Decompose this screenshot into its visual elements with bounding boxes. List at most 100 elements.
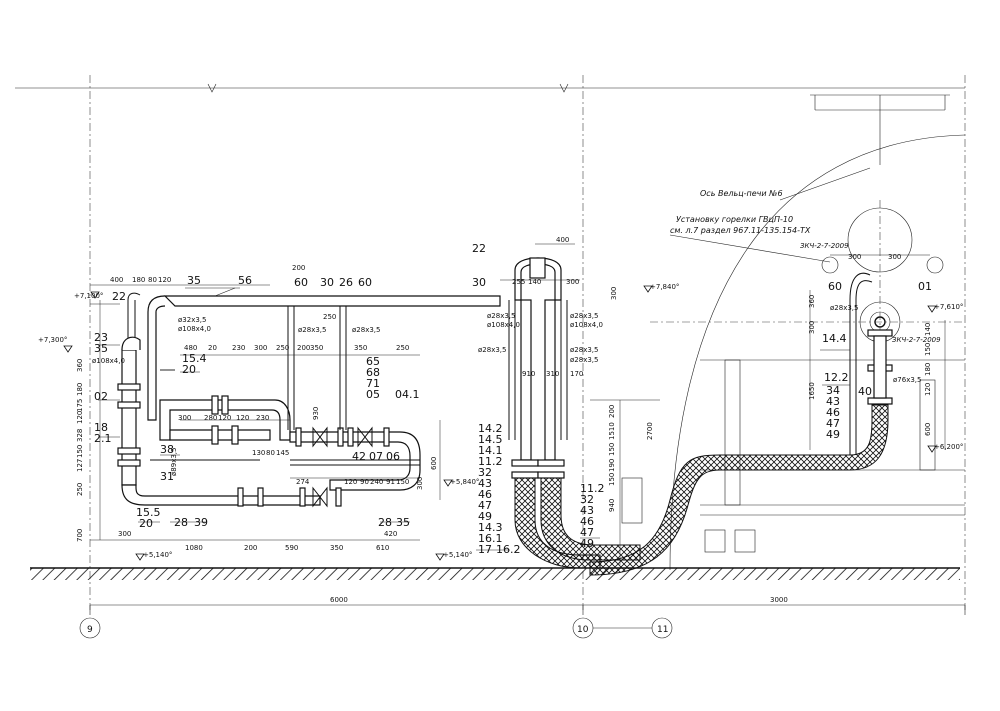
dim-text: 1080 bbox=[185, 544, 203, 552]
dim-text: 300 bbox=[848, 253, 861, 261]
pos-155: 15.5 bbox=[136, 506, 161, 519]
axis-11: 11 bbox=[657, 625, 668, 635]
pos-38: 38 bbox=[160, 443, 174, 456]
stack-far-right-label: 43 bbox=[826, 395, 840, 408]
dim-text: 150 bbox=[396, 478, 409, 486]
dim-text: 350 bbox=[330, 544, 343, 552]
stack-left-label: 17 bbox=[478, 543, 492, 556]
dim-text: 1510 bbox=[608, 422, 616, 440]
stack-right-label: 43 bbox=[580, 504, 594, 517]
dim-text: 120 bbox=[236, 414, 249, 422]
dim-text: 300 bbox=[416, 477, 424, 490]
axis-10: 10 bbox=[577, 625, 589, 635]
dim-text: 120 bbox=[344, 478, 357, 486]
dim-text: 300 bbox=[118, 530, 131, 538]
dim-text: 180 bbox=[76, 383, 84, 396]
dim-text: 300 bbox=[610, 287, 618, 300]
pipe-size: ø28x3,5 bbox=[830, 304, 858, 312]
pipe-size: ø28x3,5 bbox=[570, 356, 598, 364]
dim-text: 280 bbox=[204, 414, 217, 422]
pipe-size: ø32x3,5 bbox=[178, 316, 206, 324]
notes: Ось Вельц-печи №6 Установку горелки ГВцП… bbox=[670, 189, 941, 344]
pos-01: 01 bbox=[918, 280, 932, 293]
dim-text: 300 bbox=[888, 253, 901, 261]
dim-text: 700 bbox=[76, 529, 84, 542]
dim-text: 2700 bbox=[646, 422, 654, 440]
dim-text: 230 bbox=[256, 414, 269, 422]
stack-left-label: 14.2 bbox=[478, 422, 503, 435]
pipe-size: ø28x3,5 bbox=[298, 326, 326, 334]
middle-piping bbox=[508, 257, 641, 569]
pos-18: 18 bbox=[94, 421, 108, 434]
dim-text: 127 bbox=[76, 459, 84, 472]
pipe-size: ø28x3,5 bbox=[478, 346, 506, 354]
furnace-axis-note: Ось Вельц-печи №6 bbox=[700, 189, 783, 198]
pos-23: 23 bbox=[94, 331, 108, 344]
right-piping bbox=[589, 272, 893, 576]
left-piping bbox=[117, 292, 501, 508]
pipe-size-labels: ø32x3,5 ø108x4,0 ø108x4,0 ø28x3,5 ø28x3,… bbox=[92, 304, 921, 476]
pos-60-b: 60 bbox=[358, 276, 372, 289]
stack-far-right-label: 34 bbox=[826, 384, 840, 397]
pos-35-top: 35 bbox=[187, 274, 201, 287]
dim-text: 480 bbox=[184, 344, 197, 352]
dim-text: 250 bbox=[396, 344, 409, 352]
stack-right-label: 47 bbox=[580, 526, 594, 539]
pos-144: 14.4 bbox=[822, 332, 847, 345]
pos-20b: 20 bbox=[139, 517, 153, 530]
pos-05: 05 bbox=[366, 388, 380, 401]
pos-154: 15.4 bbox=[182, 352, 207, 365]
pos-21: 2.1 bbox=[94, 432, 112, 445]
stack-left-label: 14.5 bbox=[478, 433, 503, 446]
pipe-size: ø28x3,5 bbox=[570, 312, 598, 320]
stack-left-label: 32 bbox=[478, 466, 492, 479]
dim-text: 130 bbox=[252, 449, 265, 457]
pos-28-a: 28 bbox=[174, 516, 188, 529]
pos-31: 31 bbox=[160, 470, 174, 483]
stack-far-right-label: 49 bbox=[826, 428, 840, 441]
dim-text: 360 bbox=[76, 359, 84, 372]
stack-right-label: 49 bbox=[580, 537, 594, 550]
dim-text: 200 bbox=[292, 264, 305, 272]
stack-far-right-label: 46 bbox=[826, 406, 840, 419]
burner-note-line2: см. л.7 раздел 967.11-135.154-ТХ bbox=[670, 226, 811, 235]
pos-02: 02 bbox=[94, 390, 108, 403]
stack-left-label: 14.3 bbox=[478, 521, 503, 534]
dim-text: 200 bbox=[297, 344, 310, 352]
dim-text: 120 bbox=[924, 383, 932, 396]
pos-22-mid: 22 bbox=[472, 242, 486, 255]
dim-text: 250 bbox=[76, 483, 84, 496]
dim-text: 120 bbox=[76, 411, 84, 424]
pipe-size: ø28x3,5 bbox=[487, 312, 515, 320]
stack-right-label: 32 bbox=[580, 493, 594, 506]
leader-lines bbox=[90, 167, 871, 551]
dim-text: 200 bbox=[244, 544, 257, 552]
pos-122: 12.2 bbox=[824, 371, 849, 384]
elev-6200: +6,200° bbox=[934, 443, 963, 451]
elev-7100: +7,100° bbox=[74, 292, 103, 300]
dim-text: 150 bbox=[924, 343, 932, 356]
pipe-size: ø28x3,5 bbox=[352, 326, 380, 334]
dim-text: 300 bbox=[254, 344, 267, 352]
dim-text: 420 bbox=[384, 530, 397, 538]
elev-7840: +7,840° bbox=[650, 283, 679, 291]
elev-7610: +7,610° bbox=[934, 303, 963, 311]
pos-26: 26 bbox=[339, 276, 353, 289]
dim-text: 255 bbox=[512, 278, 525, 286]
stack-left: 14.2 14.5 14.1 11.2 32 43 46 47 49 14.3 … bbox=[478, 422, 521, 556]
dim-text: 350 bbox=[354, 344, 367, 352]
pos-07: 07 bbox=[369, 450, 383, 463]
dimension-texts: 400 180 80 120 200 250 480 20 230 300 25… bbox=[76, 236, 932, 604]
dim-text: 300 bbox=[178, 414, 191, 422]
dim-text: 200 bbox=[608, 405, 616, 418]
dim-text: 910 bbox=[522, 370, 535, 378]
dim-text: 140 bbox=[528, 278, 541, 286]
ref-note-1: ЗКЧ-2-7-2009 bbox=[800, 242, 849, 250]
dim-text: 120 bbox=[158, 276, 171, 284]
pos-30-a: 30 bbox=[320, 276, 334, 289]
dim-text: 175 bbox=[76, 399, 84, 412]
dim-text: 274 bbox=[296, 478, 310, 486]
stack-left-label: 47 bbox=[478, 499, 492, 512]
dim-text: 310 bbox=[546, 370, 559, 378]
